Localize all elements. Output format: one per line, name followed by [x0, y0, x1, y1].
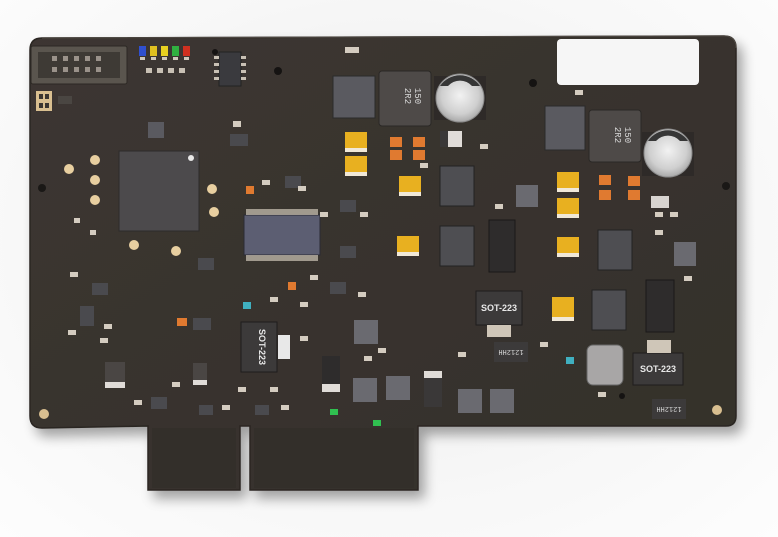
qfp-chip-icon	[118, 150, 200, 232]
led-cyan	[566, 357, 574, 364]
small-chip	[148, 122, 164, 138]
silk-sot223-left: SOT-223	[257, 329, 267, 365]
svg-text:2R2: 2R2	[612, 127, 622, 143]
led-green	[330, 409, 338, 415]
test-pads	[64, 155, 219, 256]
inductor: 2R2 150	[378, 70, 432, 127]
sot23-parts	[80, 134, 356, 415]
svg-text:1212HH: 1212HH	[498, 347, 523, 355]
tssop-chip	[243, 209, 321, 261]
smd-passives	[68, 47, 692, 410]
silk-sot223-right: SOT-223	[640, 364, 676, 374]
soic8-chip	[439, 165, 633, 331]
svg-text:150: 150	[412, 88, 422, 104]
corner-pad	[712, 405, 722, 415]
mounting-hole	[722, 182, 730, 190]
shielded-inductor	[586, 344, 624, 386]
tantalum-capacitors	[345, 132, 579, 321]
electrolytic-capacitor-icon	[642, 128, 694, 178]
jumper-header	[36, 91, 72, 111]
sma-diodes	[105, 131, 669, 407]
power-diodes	[488, 219, 675, 333]
edge-tab-left	[152, 428, 236, 488]
inductor: 2R2 150	[588, 109, 642, 163]
via-hole	[619, 393, 625, 399]
electrolytic-capacitor-icon	[434, 73, 486, 123]
led-green	[373, 420, 381, 426]
edge-tab-right	[254, 428, 414, 488]
sot223-regulator: SOT-223 1212HH	[475, 290, 528, 362]
qfn-chip	[544, 105, 586, 151]
corner-pad	[39, 409, 49, 419]
svg-text:1212HH: 1212HH	[656, 404, 681, 412]
via-hole	[529, 79, 537, 87]
via-hole	[274, 67, 282, 75]
sot223-regulator: SOT-223	[240, 321, 290, 373]
qfn-small-chips	[353, 185, 696, 413]
silk-sot223-mid: SOT-223	[481, 303, 517, 313]
sot223-regulator: SOT-223 1212HH	[632, 340, 686, 419]
soic8-chip	[218, 51, 242, 87]
led-cyan	[243, 302, 251, 309]
svg-text:150: 150	[622, 127, 632, 143]
blank-label	[557, 39, 699, 85]
qfn-chip	[332, 75, 376, 119]
svg-text:2R2: 2R2	[402, 88, 412, 104]
via-hole	[212, 49, 218, 55]
box-header-icon	[30, 45, 128, 85]
status-leds	[139, 46, 190, 73]
mounting-hole	[38, 184, 46, 192]
